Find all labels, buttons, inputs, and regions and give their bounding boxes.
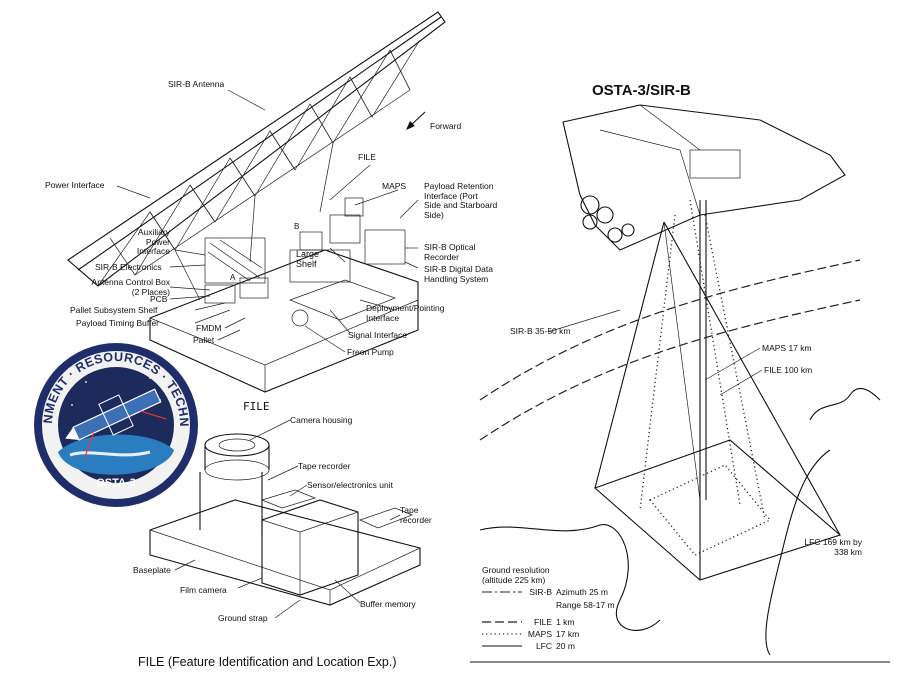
label-pallet-subsystem-shelf: Pallet Subsystem Shelf <box>70 305 158 315</box>
label-sirb-swath: SIR-B 35-50 km <box>510 326 571 336</box>
legend-name-lfc: LFC <box>535 641 552 651</box>
label-camera-housing: Camera housing <box>290 415 353 425</box>
label-ground-strap: Ground strap <box>218 613 268 623</box>
label-file-swath: FILE 100 km <box>764 365 813 375</box>
label-letter-b: B <box>294 222 300 231</box>
legend-value-maps: 17 km <box>556 629 580 639</box>
label-maps: MAPS <box>382 181 407 191</box>
label-antenna-control-box: Antenna Control Box (2 Places) <box>91 277 170 297</box>
legend-value-sirb-range: Range 58-17 m <box>556 600 615 610</box>
label-pallet: Pallet <box>193 335 215 345</box>
label-tape-recorder-2: Tape recorder <box>400 505 432 525</box>
sirb-antenna-panel <box>67 11 446 287</box>
figure-caption: FILE (Feature Identification and Locatio… <box>138 655 397 669</box>
legend-title: Ground resolution <box>482 565 550 575</box>
legend-name-maps: MAPS <box>527 629 552 639</box>
page-title: OSTA-3/SIR-B <box>592 82 691 99</box>
legend-value-sirb-azimuth: Azimuth 25 m <box>556 587 608 597</box>
label-letter-a: A <box>230 273 236 282</box>
label-fmdm: FMDM <box>196 323 222 333</box>
label-buffer-memory: Buffer memory <box>360 599 416 609</box>
label-lfc-swath: LFC 169 km by 338 km <box>804 537 862 557</box>
label-large-shelf: Large Shelf <box>296 249 320 269</box>
space-shuttle <box>562 104 846 251</box>
legend-name-sirb: SIR-B <box>529 587 552 597</box>
label-file: FILE <box>358 152 376 162</box>
label-pcb: PCB <box>150 294 168 304</box>
shuttle-swath-drawing <box>470 104 890 663</box>
label-freon-pump: Freon Pump <box>347 347 394 357</box>
legend-value-file: 1 km <box>556 617 575 627</box>
legend-value-lfc: 20 m <box>556 641 575 651</box>
label-auxiliary-power: Auxiliary Power Interface <box>136 227 170 256</box>
label-baseplate: Baseplate <box>133 565 171 575</box>
label-signal-interface: Signal Interface <box>348 330 408 340</box>
label-payload-timing-buffer: Payload Timing Buffer <box>76 318 159 328</box>
file-instrument-drawing <box>149 419 421 619</box>
label-digital-data: SIR-B Digital Data Handling System <box>424 264 493 284</box>
legend-name-file: FILE <box>534 617 552 627</box>
label-sirb-electronics: SIR-B Electronics <box>95 262 162 272</box>
label-maps-swath: MAPS 17 km <box>762 343 812 353</box>
legend-subtitle: (altitude 225 km) <box>482 575 546 585</box>
label-deployment-pointing: Deployment/Pointing Interface <box>366 303 445 323</box>
label-power-interface: Power Interface <box>45 180 105 190</box>
label-sensor-electronics: Sensor/electronics unit <box>307 480 393 490</box>
label-payload-retention: Payload Retention Interface (Port Side a… <box>424 181 498 220</box>
label-sirb-antenna: SIR-B Antenna <box>168 79 225 89</box>
patch-mission-text: OSTA-3 <box>96 477 136 489</box>
label-film-camera: Film camera <box>180 585 227 595</box>
label-optical-recorder: SIR-B Optical Recorder <box>424 242 476 262</box>
pallet-assembly-drawing <box>67 11 446 393</box>
label-forward: Forward <box>430 121 462 131</box>
label-tape-recorder-1: Tape recorder <box>298 461 351 471</box>
file-heading: FILE <box>243 400 270 413</box>
